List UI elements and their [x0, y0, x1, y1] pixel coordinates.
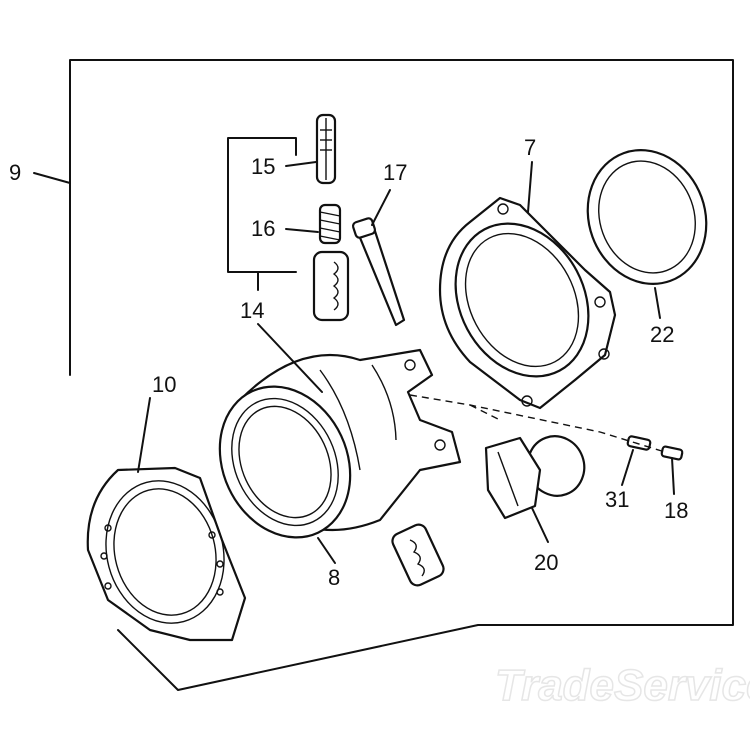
- callout-22: 22: [650, 322, 674, 347]
- callout-14: 14: [240, 298, 264, 323]
- part-31-spring: [626, 435, 652, 451]
- callout-16: 16: [251, 216, 275, 241]
- assembly-axis-line: [409, 394, 666, 453]
- callout-8: 8: [328, 565, 340, 590]
- callout-31: 31: [605, 487, 629, 512]
- callout-9: 9: [9, 160, 21, 185]
- part-14-sleeve-lower: [391, 523, 445, 587]
- callout-17: 17: [383, 160, 407, 185]
- part-14-sleeve: [312, 250, 350, 322]
- part-22-ring: [586, 148, 708, 286]
- callout-18: 18: [664, 498, 688, 523]
- part-10-gasket: [86, 466, 247, 642]
- part-17-long-pin: [351, 217, 406, 327]
- callout-15: 15: [251, 154, 275, 179]
- leader-lines: [137, 161, 675, 564]
- part-8-housing: [218, 348, 462, 539]
- watermark: TradeService: [495, 661, 750, 710]
- assembly-axis-line-2: [469, 404, 501, 421]
- part-15-bolt: [315, 113, 337, 185]
- callout-20: 20: [534, 550, 558, 575]
- assembly-boundary: [33, 59, 734, 691]
- callout-7: 7: [524, 135, 536, 160]
- callout-10: 10: [152, 372, 176, 397]
- part-7-flange: [438, 196, 617, 410]
- part-16-spring: [318, 203, 342, 245]
- part-20-latch: [484, 435, 586, 520]
- group-bracket-14: [227, 137, 297, 291]
